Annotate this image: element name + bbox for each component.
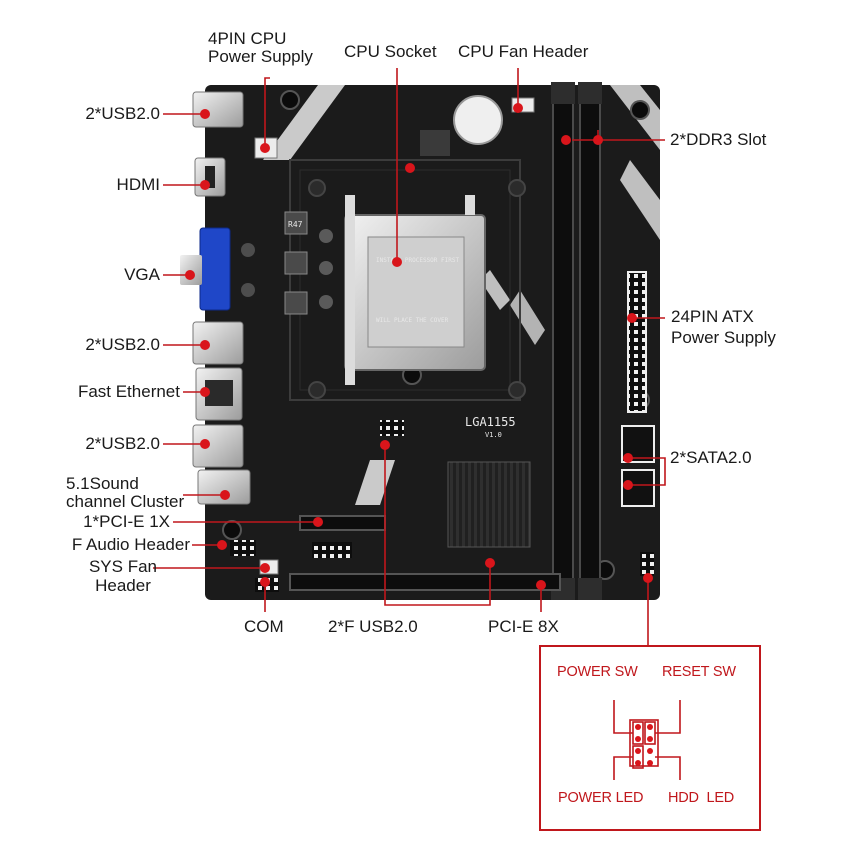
socket-label: LGA1155	[465, 415, 516, 429]
label-ddr3: 2*DDR3 Slot	[670, 130, 767, 149]
label-f-audio: F Audio Header	[71, 535, 190, 554]
label-pcie1x: 1*PCI-E 1X	[83, 512, 170, 531]
label-cpu-socket: CPU Socket	[344, 42, 437, 61]
chipset-heatsink	[447, 461, 531, 548]
front-panel-inset	[539, 645, 761, 831]
label-atx: 24PIN ATX Power Supply	[671, 307, 776, 347]
socket-revision: V1.0	[485, 431, 502, 439]
f-audio-header-block	[230, 540, 256, 556]
label-sys-fan: SYS Fan Header	[88, 557, 158, 595]
panel-power-led: POWER LED	[558, 790, 644, 806]
f-usb-header-1	[380, 420, 404, 436]
label-ethernet: Fast Ethernet	[77, 382, 180, 401]
svg-text:WILL PLACE THE COVER: WILL PLACE THE COVER	[376, 317, 449, 324]
choke-mark: R47	[288, 220, 303, 229]
pcie-1x-slot	[299, 515, 386, 531]
label-com: COM	[244, 617, 284, 636]
panel-power-sw: POWER SW	[557, 664, 638, 680]
usb-port-low	[192, 424, 244, 468]
atx-power-connector	[627, 271, 647, 413]
label-hdmi: HDMI	[116, 175, 160, 194]
label-sata: 2*SATA2.0	[670, 448, 752, 467]
label-usb-mid: 2*USB2.0	[85, 335, 160, 354]
cpu-socket: INSTALL PROCESSOR FIRST WILL PLACE THE C…	[344, 195, 486, 385]
label-usb-top: 2*USB2.0	[85, 104, 160, 123]
label-sound: 5.1Sound channel Cluster	[66, 474, 185, 511]
label-cpu-power: 4PIN CPU Power Supply	[208, 29, 313, 66]
label-f-usb: 2*F USB2.0	[328, 617, 418, 636]
label-cpu-fan: CPU Fan Header	[458, 42, 589, 61]
panel-hdd-led: HDD LED	[668, 790, 735, 806]
svg-text:INSTALL PROCESSOR FIRST: INSTALL PROCESSOR FIRST	[376, 257, 459, 264]
label-vga: VGA	[124, 265, 160, 284]
usb-port-top	[192, 91, 244, 128]
ddr3-slots	[551, 82, 602, 600]
usb-port-mid	[192, 321, 244, 365]
callout-dots	[185, 103, 653, 590]
f-usb-header-2	[312, 542, 352, 558]
vrm-components: R47	[241, 95, 503, 315]
vga-port	[199, 227, 231, 311]
pcie-8x-slot	[289, 573, 561, 591]
callout-lines	[153, 68, 666, 645]
label-usb-low: 2*USB2.0	[85, 434, 160, 453]
front-panel-header	[640, 552, 654, 576]
label-pcie8x: PCI-E 8X	[488, 617, 559, 636]
panel-reset-sw: RESET SW	[662, 664, 736, 680]
